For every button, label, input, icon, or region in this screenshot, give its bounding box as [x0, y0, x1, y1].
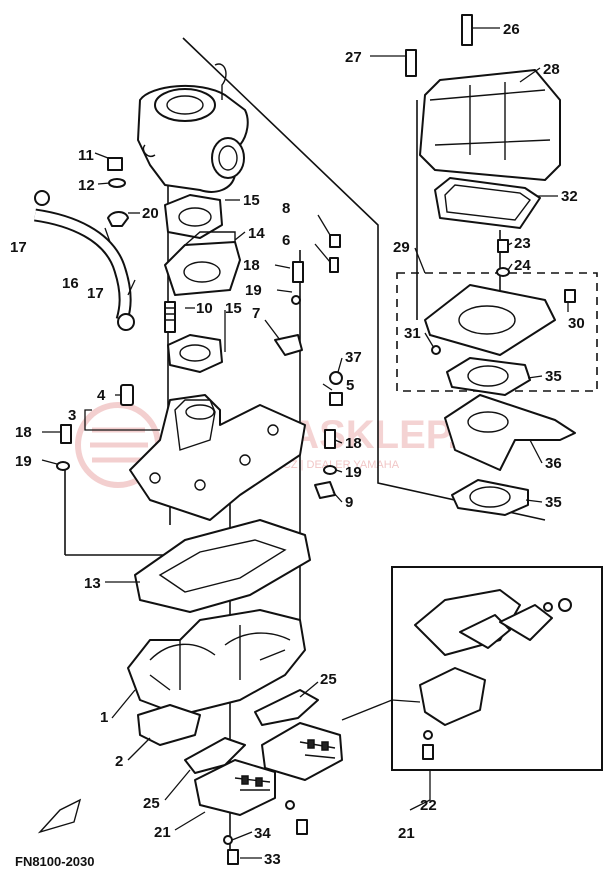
callout-18-right: 18	[345, 435, 362, 452]
callout-23: 23	[514, 235, 531, 252]
callout-4: 4	[97, 387, 106, 404]
callout-20: 20	[142, 205, 159, 222]
callout-32: 32	[561, 188, 578, 205]
callout-14: 14	[248, 225, 265, 242]
callout-7: 7	[252, 305, 260, 322]
callout-25-right: 25	[320, 671, 337, 688]
callout-18-top: 18	[243, 257, 260, 274]
reed-detail-inset	[391, 566, 603, 771]
callout-19-left: 19	[15, 453, 32, 470]
callout-18-left: 18	[15, 424, 32, 441]
reed-gasket-small-right	[254, 689, 319, 726]
intake-silencer-plate	[424, 284, 556, 356]
callout-28: 28	[543, 61, 560, 78]
callout-36: 36	[545, 455, 562, 472]
callout-22: 22	[420, 797, 437, 814]
callout-35-bottom: 35	[545, 494, 562, 511]
fuel-hose	[34, 190, 135, 331]
main-gasket	[134, 519, 311, 613]
callout-19-right: 19	[345, 464, 362, 481]
screws-bottom	[223, 800, 308, 865]
callout-24: 24	[514, 257, 531, 274]
callout-29: 29	[393, 239, 410, 256]
figure-code: FN8100-2030	[15, 854, 95, 869]
callout-5: 5	[346, 377, 354, 394]
callout-37: 37	[345, 349, 362, 366]
reed-gasket-left	[137, 704, 201, 746]
callout-17-bottom: 17	[87, 285, 104, 302]
gasket-lower	[451, 479, 529, 516]
callout-15-lower: 15	[225, 300, 242, 317]
callout-27: 27	[345, 49, 362, 66]
front-arrow	[37, 798, 82, 834]
callout-34: 34	[254, 825, 271, 842]
reed-detail-parts	[414, 589, 572, 760]
callout-1: 1	[100, 709, 108, 726]
carb-gasket-lower	[167, 334, 223, 373]
callout-33: 33	[264, 851, 281, 868]
callout-6: 6	[282, 232, 290, 249]
air-box	[419, 69, 561, 181]
stud-bolt	[164, 301, 176, 333]
reed-valve-block-left	[194, 759, 276, 816]
spacer-plate	[444, 394, 576, 471]
callout-26: 26	[503, 21, 520, 38]
reed-gasket-small-left	[184, 737, 246, 774]
air-box-gasket	[434, 177, 541, 229]
reed-valve-block-right	[261, 722, 343, 781]
callout-3: 3	[68, 407, 76, 424]
carb-gasket-upper	[164, 194, 223, 239]
callout-2: 2	[115, 753, 123, 770]
small-fittings	[107, 157, 129, 227]
callout-16: 16	[62, 275, 79, 292]
reed-valve-housing	[127, 609, 306, 716]
bolts	[56, 14, 576, 499]
callout-15-top: 15	[243, 192, 260, 209]
carburetor	[137, 63, 249, 193]
gasket-upper	[446, 357, 531, 396]
intake-manifold	[129, 394, 306, 521]
callout-10: 10	[196, 300, 213, 317]
callout-11: 11	[78, 147, 94, 164]
callout-21-right: 21	[398, 825, 415, 842]
callout-21-left: 21	[154, 824, 171, 841]
callout-12: 12	[78, 177, 95, 194]
callout-numbers: 11 12 17 20 16 17 15 14 10 15 18 19 8 6 …	[10, 21, 585, 868]
callout-19-top: 19	[245, 282, 262, 299]
callout-8: 8	[282, 200, 290, 217]
callout-13: 13	[84, 575, 101, 592]
dowel-pin	[120, 384, 134, 406]
callout-30: 30	[568, 315, 585, 332]
callout-17-top: 17	[10, 239, 27, 256]
callout-25-left: 25	[143, 795, 160, 812]
callout-9: 9	[345, 494, 353, 511]
callout-31: 31	[404, 325, 421, 342]
leader-lines	[41, 27, 569, 859]
callout-35-top: 35	[545, 368, 562, 385]
intake-joint	[164, 231, 241, 296]
